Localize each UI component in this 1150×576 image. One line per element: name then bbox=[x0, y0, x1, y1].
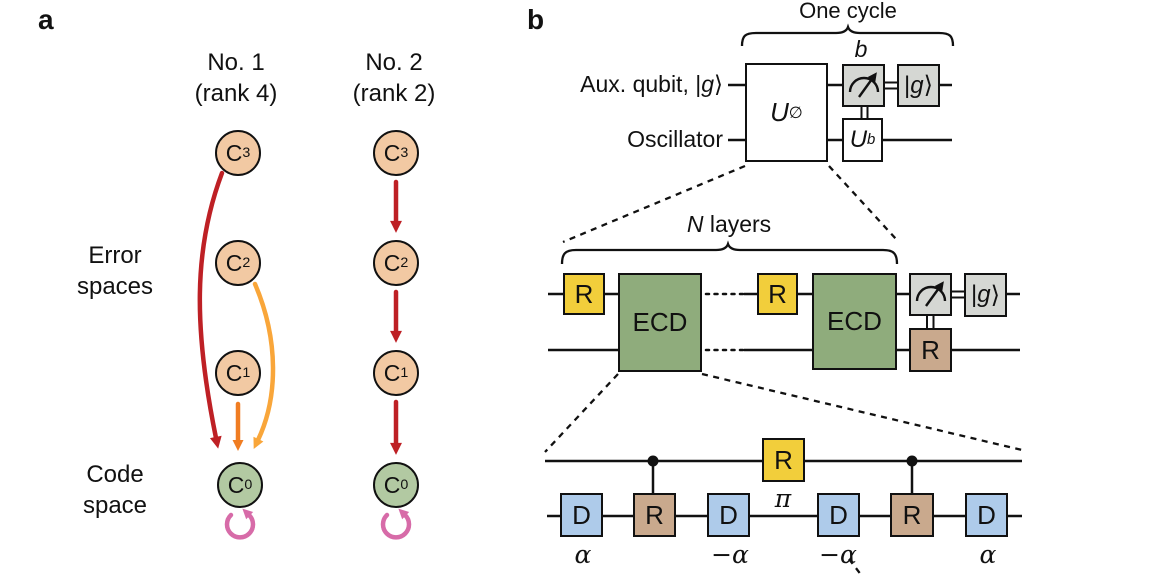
neg-alpha-label-1: −α bbox=[711, 540, 749, 569]
zoom-dashed-uphi-to-nlayers bbox=[562, 164, 897, 244]
arrow-c3-to-c0-red bbox=[197, 170, 225, 449]
reset-ket-g-box-nlayers: |g⟩ bbox=[964, 273, 1007, 317]
panel-b-label: b bbox=[527, 4, 545, 35]
measurement-icon bbox=[848, 71, 879, 98]
one-cycle-label: One cycle bbox=[799, 0, 897, 23]
gate-r-qubit-n: R bbox=[757, 273, 798, 315]
nlayers-classical-double-wires bbox=[926, 290, 964, 328]
panel-a-label: a bbox=[38, 4, 54, 35]
error-spaces-label: Error spaces bbox=[76, 242, 154, 300]
neg-alpha-label-2: −α bbox=[819, 540, 857, 569]
code-space-label: Code space bbox=[82, 461, 148, 519]
column-1-title: No. 1 bbox=[207, 49, 265, 76]
reset-ket-g-box-top: |g⟩ bbox=[897, 64, 940, 107]
control-dots bbox=[647, 455, 918, 467]
self-loop-code-space-col1 bbox=[224, 508, 256, 540]
aux-qubit-wire-label: Aux. qubit, |g⟩ bbox=[580, 71, 723, 97]
alpha-label-1: α bbox=[574, 540, 592, 569]
top-circuit-wires bbox=[728, 83, 952, 142]
one-cycle-brace bbox=[740, 23, 955, 47]
self-loop-code-space-col2 bbox=[380, 508, 412, 540]
measurement-box-nlayers bbox=[909, 273, 952, 316]
gate-d-alpha-2: D bbox=[965, 493, 1008, 537]
zoom-dashed-ecd-to-decomposition bbox=[544, 372, 1023, 453]
n-layers-label: N layers bbox=[686, 211, 772, 237]
column-2-header: No. 2 (rank 2) bbox=[334, 47, 454, 109]
arrow-c2-to-c0-yellow bbox=[252, 281, 276, 450]
measurement-icon bbox=[915, 280, 946, 307]
gate-d-alpha-1: D bbox=[560, 493, 603, 537]
gate-ecd-1: ECD bbox=[618, 273, 702, 372]
column-2-subtitle: (rank 2) bbox=[352, 80, 436, 107]
column-1-header: No. 1 (rank 4) bbox=[176, 47, 296, 109]
gate-d-neg-alpha-1: D bbox=[707, 493, 750, 537]
gate-r-controlled-2: R bbox=[890, 493, 934, 537]
gate-r-pi: R bbox=[762, 438, 805, 482]
measurement-outcome-label: b bbox=[854, 36, 868, 62]
gate-r-controlled-1: R bbox=[633, 493, 676, 537]
pi-label: π bbox=[774, 484, 792, 513]
oscillator-wire-label: Oscillator bbox=[627, 126, 723, 152]
gate-r-oscillator-conditional: R bbox=[909, 328, 952, 372]
gate-d-neg-alpha-2: D bbox=[817, 493, 860, 537]
gate-r-qubit-1: R bbox=[563, 273, 605, 315]
alpha-label-2: α bbox=[979, 540, 997, 569]
measurement-box-top bbox=[842, 64, 885, 107]
nlayers-brace bbox=[560, 240, 899, 265]
classical-double-wire-meas-to-reset bbox=[860, 81, 897, 118]
zoom-dashed-bottom bbox=[848, 558, 863, 576]
column-1-subtitle: (rank 4) bbox=[194, 80, 278, 107]
nlayers-dotted-wires bbox=[704, 292, 745, 352]
gate-ecd-n: ECD bbox=[812, 273, 897, 370]
column-2-title: No. 2 bbox=[365, 49, 423, 76]
gate-u-phi: U∅ bbox=[745, 63, 828, 162]
